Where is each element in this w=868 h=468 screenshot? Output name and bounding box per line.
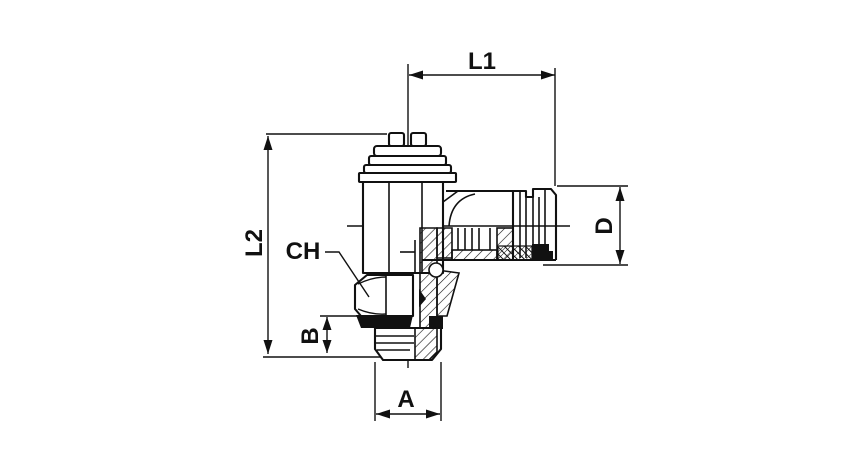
- dimension-b: B: [297, 315, 358, 353]
- dimension-label-a: A: [397, 386, 414, 413]
- dimension-l1: L1: [409, 48, 556, 186]
- u-cup-seal: [532, 244, 553, 260]
- dimension-a: A: [374, 362, 442, 421]
- hex-nut: [353, 273, 415, 318]
- callout-ch: CH: [286, 238, 370, 298]
- stud-section-hatch: [414, 327, 438, 361]
- dimension-label-b: B: [297, 327, 324, 344]
- section-hatching: [419, 227, 533, 335]
- adjustment-knob: [357, 131, 458, 184]
- dimension-l2: L2: [241, 133, 387, 358]
- dimension-d: D: [543, 185, 628, 266]
- dimension-label-ch: CH: [286, 238, 321, 265]
- check-ball: [428, 262, 444, 278]
- collet-internals: [400, 228, 491, 273]
- fitting: [353, 131, 558, 362]
- dimension-label-l2: L2: [241, 229, 268, 257]
- thread-stud: [373, 326, 443, 362]
- dimension-label-l1: L1: [468, 48, 496, 75]
- washer-band: [356, 315, 443, 329]
- dimension-label-d: D: [591, 217, 618, 234]
